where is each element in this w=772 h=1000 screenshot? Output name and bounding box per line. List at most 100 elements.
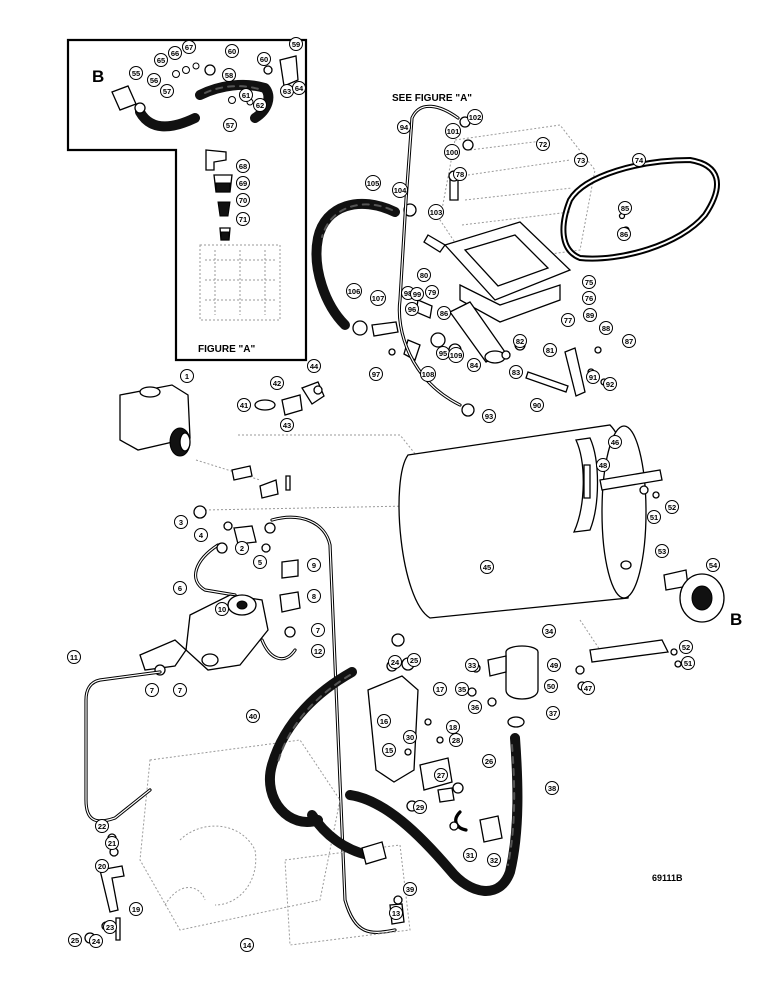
callout-42: 42 <box>270 376 284 390</box>
callout-circle <box>129 66 143 80</box>
callout-19: 19 <box>129 902 143 916</box>
callout-circle <box>270 376 284 390</box>
callout-circle <box>389 906 403 920</box>
callout-circle <box>222 68 236 82</box>
callout-number: 18 <box>449 723 457 732</box>
callout-circle <box>377 714 391 728</box>
callout-number: 47 <box>584 684 592 693</box>
callout-number: 51 <box>684 659 692 668</box>
callout-circle <box>618 201 632 215</box>
callout-circle <box>253 555 267 569</box>
callout-circle <box>246 709 260 723</box>
callout-21: 21 <box>105 836 119 850</box>
callout-number: 30 <box>406 733 414 742</box>
callout-69: 69 <box>236 176 250 190</box>
callout-93: 93 <box>482 409 496 423</box>
callout-number: 106 <box>348 287 361 296</box>
callout-number: 22 <box>98 822 106 831</box>
callout-number: 102 <box>469 113 482 122</box>
callout-number: 69 <box>239 179 247 188</box>
callout-56: 56 <box>147 73 161 87</box>
callout-number: 73 <box>577 156 585 165</box>
callout-circle <box>253 98 267 112</box>
callout-7: 7 <box>311 623 325 637</box>
callout-number: 42 <box>273 379 281 388</box>
callout-number: 63 <box>283 87 291 96</box>
callout-number: 15 <box>385 746 393 755</box>
callout-84: 84 <box>467 358 481 372</box>
callout-17: 17 <box>433 682 447 696</box>
callout-circle <box>530 398 544 412</box>
callout-number: 43 <box>283 421 291 430</box>
callout-circle <box>546 706 560 720</box>
bolt-3 <box>193 505 207 519</box>
callout-100: 100 <box>444 144 460 160</box>
callout-number: 4 <box>199 531 204 540</box>
callout-66: 66 <box>168 46 182 60</box>
callout-number: 1 <box>185 372 189 381</box>
callout-35: 35 <box>455 682 469 696</box>
callout-number: 19 <box>132 905 140 914</box>
callout-circle <box>679 640 693 654</box>
callout-number: 25 <box>71 936 79 945</box>
middle-assembly <box>119 381 725 691</box>
callout-circle <box>410 287 424 301</box>
callout-circle <box>428 204 444 220</box>
callout-70: 70 <box>236 193 250 207</box>
callout-circle <box>68 933 82 947</box>
callout-11: 11 <box>67 650 81 664</box>
callout-number: 85 <box>621 204 629 213</box>
callout-number: 6 <box>178 584 182 593</box>
callout-number: 16 <box>380 717 388 726</box>
callout-number: 105 <box>367 179 380 188</box>
callout-34: 34 <box>542 624 556 638</box>
callout-37: 37 <box>546 706 560 720</box>
reference-b-right: B <box>730 610 742 629</box>
callout-number: 39 <box>406 885 414 894</box>
callout-circle <box>236 176 250 190</box>
callout-circle <box>681 656 695 670</box>
callout-number: 109 <box>450 351 463 360</box>
callout-circle <box>437 306 451 320</box>
callout-86: 86 <box>617 227 631 241</box>
callout-circle <box>365 175 381 191</box>
callout-circle <box>182 40 196 54</box>
callout-circle <box>467 358 481 372</box>
callout-number: 90 <box>533 401 541 410</box>
see-figure-a-note: SEE FIGURE "A" <box>392 93 472 104</box>
callout-9: 9 <box>307 558 321 572</box>
callout-circle <box>632 153 646 167</box>
callout-99: 99 <box>410 287 424 301</box>
callout-number: 41 <box>240 401 248 410</box>
callout-53: 53 <box>655 544 669 558</box>
callout-circle <box>455 682 469 696</box>
callout-75: 75 <box>582 275 596 289</box>
callout-number: 7 <box>178 686 182 695</box>
callout-circle <box>465 658 479 672</box>
callout-circle <box>596 458 610 472</box>
callout-58: 58 <box>222 68 236 82</box>
callout-number: 95 <box>439 349 447 358</box>
callout-72: 72 <box>536 137 550 151</box>
callout-26: 26 <box>482 754 496 768</box>
callout-60: 60 <box>257 52 271 66</box>
callout-77: 77 <box>561 313 575 327</box>
callout-number: 34 <box>545 627 554 636</box>
callout-circle <box>215 602 229 616</box>
callout-circle <box>561 313 575 327</box>
callout-number: 67 <box>185 43 193 52</box>
callout-16: 16 <box>377 714 391 728</box>
callout-circle <box>235 541 249 555</box>
callout-number: 92 <box>606 380 614 389</box>
callout-82: 82 <box>513 334 527 348</box>
callout-number: 9 <box>312 561 316 570</box>
callout-circle <box>509 365 523 379</box>
callout-number: 20 <box>98 862 106 871</box>
callout-circle <box>545 781 559 795</box>
callout-circle <box>403 730 417 744</box>
callout-86: 86 <box>437 306 451 320</box>
callout-46: 46 <box>608 435 622 449</box>
callout-27: 27 <box>434 768 448 782</box>
callout-63: 63 <box>280 84 294 98</box>
